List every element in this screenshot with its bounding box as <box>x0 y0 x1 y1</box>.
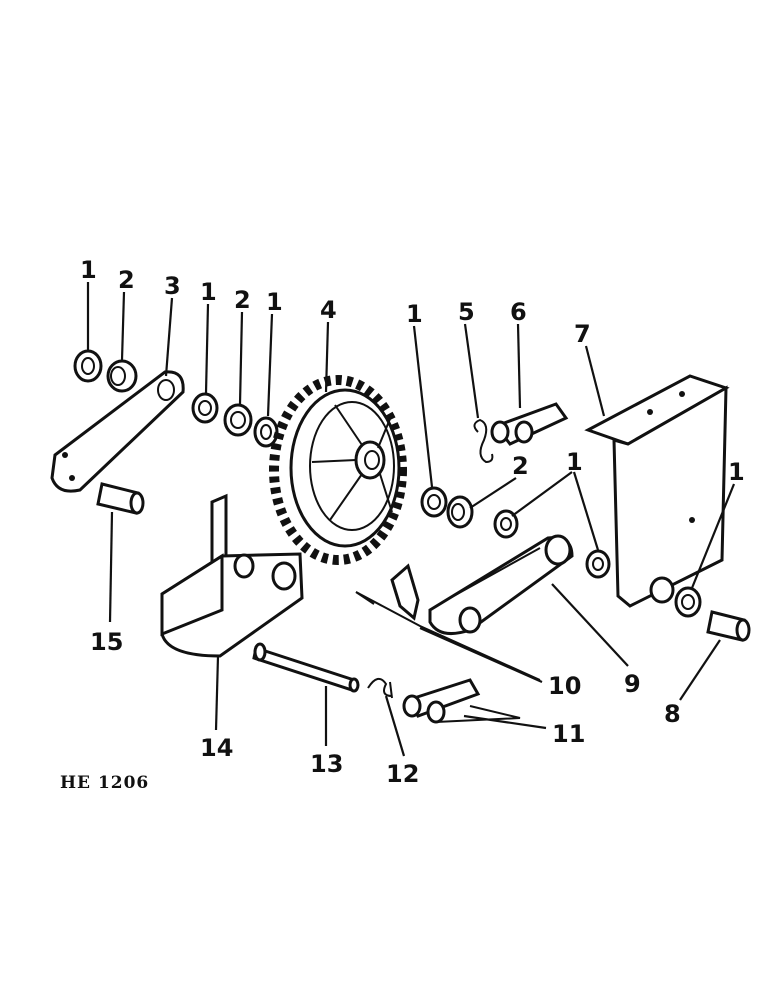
callout-label: 1 <box>406 300 423 328</box>
pin-part <box>96 482 145 515</box>
guide-plate-part <box>355 563 541 681</box>
bushing-part <box>106 359 138 393</box>
callout-label: 1 <box>266 288 283 316</box>
callout-label: 1 <box>80 256 97 284</box>
callout-label: 2 <box>512 452 529 480</box>
washer-part <box>191 392 219 424</box>
mounting-bracket-part <box>584 374 730 608</box>
housing-part <box>160 493 304 658</box>
washer-part <box>493 509 519 539</box>
callout-label: 14 <box>200 734 233 762</box>
callout-label: 1 <box>200 278 217 306</box>
callout-label: 2 <box>234 286 251 314</box>
callout-label: 9 <box>624 670 641 698</box>
callout-label: 2 <box>118 266 135 294</box>
washer-part <box>585 549 611 579</box>
washer-part <box>73 349 103 383</box>
callout-label: 7 <box>574 320 591 348</box>
leader-lines <box>86 282 736 757</box>
drawing-code: HE 1206 <box>60 773 149 793</box>
callout-label: 8 <box>664 700 681 728</box>
callout-label: 13 <box>310 750 343 778</box>
callout-label: 1 <box>566 448 583 476</box>
washer-part <box>253 416 279 448</box>
spring-clip-part <box>367 677 393 699</box>
washer-part <box>674 586 702 618</box>
callout-label: 10 <box>548 672 581 700</box>
arm-part <box>50 370 185 493</box>
callout-label: 1 <box>728 458 745 486</box>
callout-label: 6 <box>510 298 527 326</box>
link-arm-part <box>428 534 574 636</box>
clip-part <box>473 418 494 464</box>
sprocket-part <box>269 375 407 565</box>
callout-label: 15 <box>90 628 123 656</box>
callout-labels: 1 2 3 1 2 1 4 1 5 6 7 2 1 1 15 14 13 12 … <box>80 256 745 788</box>
callout-label: 4 <box>320 296 337 324</box>
washer-part <box>420 486 448 518</box>
callout-label: 5 <box>458 298 475 326</box>
shaft-part <box>252 642 360 693</box>
hinge-bracket-part <box>490 402 569 446</box>
callout-label: 12 <box>386 760 419 788</box>
bushing-part <box>223 403 253 437</box>
pin-part <box>706 610 751 642</box>
hinge-bracket-part <box>402 678 521 724</box>
callout-label: 3 <box>164 272 181 300</box>
callout-label: 11 <box>552 720 585 748</box>
bushing-part <box>446 495 474 529</box>
